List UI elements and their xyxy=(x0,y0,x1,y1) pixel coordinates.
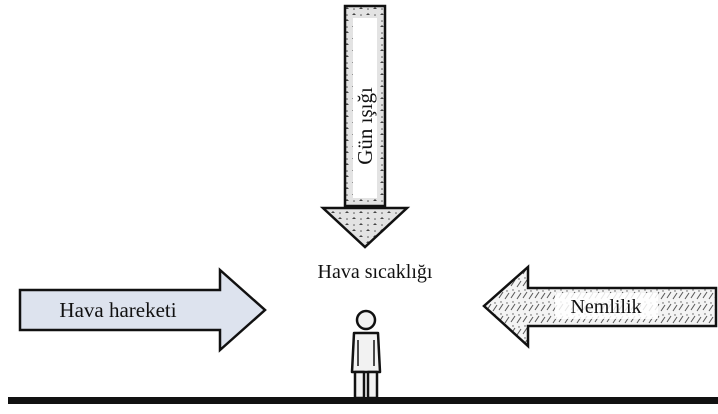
person-right-leg xyxy=(366,370,379,400)
humidity-label-backdrop xyxy=(555,293,658,319)
sunlight-arrow-label-band xyxy=(353,18,377,198)
air-movement-arrow-shape xyxy=(18,267,267,353)
sunlight-arrow-head xyxy=(319,206,411,249)
person-left-leg xyxy=(353,370,366,400)
sunlight-arrow: Gün ışığı xyxy=(319,4,411,249)
humidity-label: Nemlilik xyxy=(570,296,641,318)
humidity-arrow: Nemlilik xyxy=(482,264,718,349)
person-body xyxy=(350,331,382,374)
air-movement-arrow: Hava hareketi xyxy=(18,267,267,353)
air-movement-label: Hava hareketi xyxy=(59,298,176,322)
ground-line xyxy=(8,397,718,404)
air-temperature-label: Hava sıcaklığı xyxy=(318,261,433,283)
person-figure-icon xyxy=(350,309,382,400)
person-head xyxy=(355,309,377,331)
sunlight-label: Gün ışığı xyxy=(353,87,377,165)
